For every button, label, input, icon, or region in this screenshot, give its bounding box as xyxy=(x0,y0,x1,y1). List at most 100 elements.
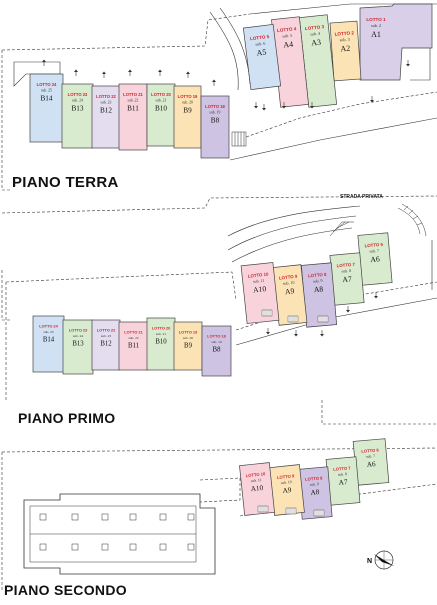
unit-lotto-label: LOTTO 9 xyxy=(277,473,295,480)
unit-sub-label: sub. 9 xyxy=(310,482,319,487)
unit-sub-label: sub. 23 xyxy=(101,101,112,105)
entrance-arrow-icon xyxy=(42,59,46,66)
floor-label-secondo: PIANO SECONDO xyxy=(4,582,127,598)
unit-code-label: A6 xyxy=(366,460,376,469)
unit-sub-label: sub. 10 xyxy=(283,280,295,286)
unit-code-label: B8 xyxy=(213,346,222,353)
unit-code-label: B9 xyxy=(184,342,193,349)
unit-code-label: B14 xyxy=(41,95,53,103)
unit-code-label: A9 xyxy=(282,486,292,495)
entrance-arrow-icon xyxy=(310,102,314,109)
terra-stairs-icon xyxy=(231,131,247,147)
stairs-icon xyxy=(257,505,269,513)
unit-shape xyxy=(146,83,176,147)
unit-shape xyxy=(91,319,121,371)
primo-site-outline xyxy=(1,195,437,425)
roof-vent-icon xyxy=(101,543,109,551)
unit-lotto-label: LOTTO 21 xyxy=(124,330,143,335)
unit-lotto-label: LOTTO 6 xyxy=(361,447,379,454)
unit-code-label: B10 xyxy=(155,105,167,113)
unit-sub-label: sub. 10 xyxy=(281,480,292,485)
unit-sub-label: sub. 11 xyxy=(251,478,262,483)
unit-code-label: B11 xyxy=(128,342,139,349)
unit-lotto-label: LOTTO 18 xyxy=(205,104,225,109)
unit-sub-label: sub. 6 xyxy=(255,41,266,47)
unit-lotto-label: LOTTO 10 xyxy=(248,272,270,279)
entrance-arrow-icon xyxy=(102,71,106,78)
stairs-icon xyxy=(285,507,297,515)
unit-sub-label: sub. 4 xyxy=(310,31,321,37)
entrance-arrows xyxy=(42,59,410,517)
unit-sub-label: sub. 11 xyxy=(253,278,265,284)
north-label: N xyxy=(367,558,372,565)
unit-sub-label: sub. 20 xyxy=(182,101,193,105)
unit-lotto-label: LOTTO 18 xyxy=(207,334,226,339)
entrance-arrow-icon xyxy=(346,306,350,313)
unit-code-label: A5 xyxy=(256,47,267,57)
floor-label-terra: PIANO TERRA xyxy=(12,174,119,191)
unit-sub-label: sub. 22 xyxy=(128,336,139,340)
terra-site-outline xyxy=(1,3,437,191)
unit-lotto-label: LOTTO 22 xyxy=(97,328,116,333)
unit-code-label: A3 xyxy=(311,38,322,48)
entrance-arrow-icon xyxy=(294,330,298,337)
unit-shape xyxy=(359,3,433,81)
unit-code-label: A1 xyxy=(371,30,381,39)
stairs-icon xyxy=(313,509,325,517)
unit-lotto-label: LOTTO 7 xyxy=(333,465,351,472)
unit-code-label: A10 xyxy=(250,484,264,493)
entrance-arrow-icon xyxy=(406,60,410,67)
unit-sub-label: sub. 19 xyxy=(211,340,222,344)
unit-sub-label: sub. 8 xyxy=(338,472,347,477)
unit-lotto-label: LOTTO 22 xyxy=(96,94,116,99)
unit-code-label: B12 xyxy=(100,107,112,115)
unit-sub-label: sub. 19 xyxy=(210,111,221,115)
unit-sub-label: sub. 21 xyxy=(156,332,167,336)
unit-sub-label: sub. 20 xyxy=(183,336,194,340)
unit-code-label: A4 xyxy=(283,40,294,50)
unit-code-label: B13 xyxy=(72,105,84,113)
roof-vent-icon xyxy=(187,513,195,521)
unit-shape xyxy=(32,315,65,373)
entrance-arrow-icon xyxy=(374,292,378,299)
roof-vent-icon xyxy=(187,543,195,551)
unit-code-label: B9 xyxy=(183,107,192,115)
unit-code-label: A2 xyxy=(340,44,350,54)
unit-code-label: B11 xyxy=(127,105,139,113)
unit-shape xyxy=(146,317,176,371)
unit-code-label: B12 xyxy=(100,340,112,347)
entrance-arrow-icon xyxy=(262,104,266,111)
secondo-roof-block-b xyxy=(23,493,216,575)
roof-vent-icon xyxy=(71,543,79,551)
unit-sub-label: sub. 5 xyxy=(282,33,292,39)
unit-code-label: A6 xyxy=(370,254,380,264)
stairs-icon xyxy=(287,315,299,323)
unit-shape xyxy=(62,319,94,375)
secondo-roof-vents xyxy=(39,513,195,551)
unit-sub-label: sub. 9 xyxy=(313,278,323,284)
roof-vent-icon xyxy=(129,513,137,521)
unit-terra-b12: LOTTO 22 sub. 23 B12 xyxy=(91,85,121,149)
unit-lotto-label: LOTTO 9 xyxy=(279,274,298,281)
unit-shape xyxy=(29,73,64,143)
unit-lotto-label: LOTTO 19 xyxy=(178,94,198,99)
entrance-arrow-icon xyxy=(128,69,132,76)
street-label: STRADA PRIVATA xyxy=(340,194,383,200)
